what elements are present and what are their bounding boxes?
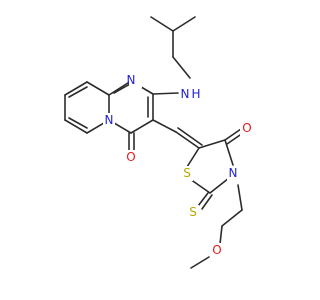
bond (172, 16, 196, 32)
bond (219, 225, 223, 245)
bond (130, 119, 154, 134)
bond (198, 139, 226, 149)
bond (175, 131, 200, 149)
bond (197, 192, 209, 207)
bond (152, 119, 177, 133)
bond (113, 83, 131, 94)
bond (201, 194, 213, 210)
bond (108, 80, 132, 96)
bond (152, 92, 179, 95)
bond (237, 184, 243, 211)
bond (68, 86, 88, 98)
bond (150, 16, 174, 32)
atom-label-n-thiazolidine: N (229, 166, 238, 180)
bond (86, 81, 110, 96)
atom-label-o-pyrimidinone: O (126, 150, 135, 164)
bond (209, 177, 230, 194)
atom-label-s-thione: S (189, 205, 197, 219)
atom-label-n-amine: N (181, 87, 190, 101)
atom-label-h-amine: H (191, 87, 200, 101)
bond (68, 117, 88, 129)
bond (189, 178, 211, 194)
atom-label-n-bridgehead: N (105, 113, 114, 127)
bond (64, 119, 88, 134)
molecule-structure: N N H N O O S N S O (64, 16, 253, 269)
bond (177, 127, 203, 146)
bond (172, 56, 191, 79)
bond (224, 139, 234, 166)
bond (221, 209, 243, 227)
bond (186, 147, 200, 168)
bond (190, 256, 210, 269)
atom-label-n-pyrimidine: N (127, 73, 136, 87)
atom-label-layer: N N H N O O S N S O (103, 73, 253, 258)
bond (224, 128, 242, 141)
atom-label-o-thiazolidinone: O (242, 121, 251, 135)
atom-label-o-methoxy: O (212, 243, 221, 257)
bond-layer (64, 16, 244, 269)
bond (64, 81, 88, 96)
atom-label-s-ring: S (183, 166, 191, 180)
